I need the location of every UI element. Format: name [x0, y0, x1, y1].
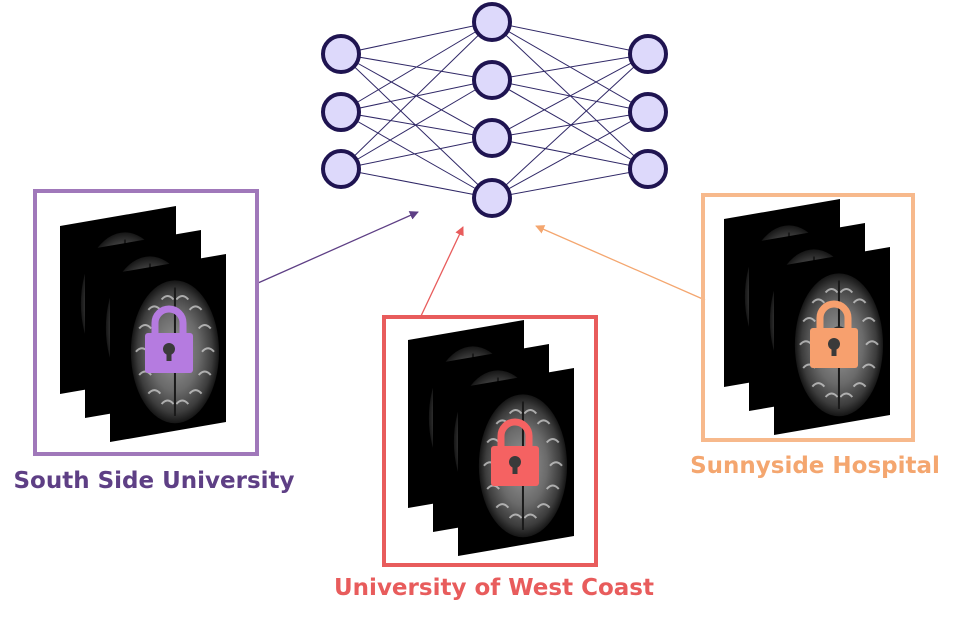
network-edge: [491, 111, 649, 199]
network-edge: [491, 21, 649, 55]
network-edge: [491, 111, 649, 139]
network-node: [321, 92, 361, 132]
network-node: [472, 178, 512, 218]
site-west-coast: [382, 315, 598, 567]
network-edge: [340, 21, 493, 55]
network-edge: [491, 53, 649, 139]
network-edge: [340, 21, 493, 113]
site-frame: [701, 193, 915, 442]
lock-icon: [145, 305, 193, 373]
arrow-south-side: [257, 211, 419, 284]
site-frame: [382, 315, 598, 567]
lock-icon: [491, 418, 539, 486]
network-nodes: [321, 2, 668, 218]
network-edge: [340, 111, 493, 199]
network-node: [628, 149, 668, 189]
network-edge: [491, 53, 649, 199]
site-label-south-side: South Side University: [13, 468, 295, 494]
site-label-west-coast: University of West Coast: [334, 575, 654, 601]
update-arrows: [257, 211, 706, 317]
network-node: [628, 92, 668, 132]
network-edge: [491, 53, 649, 81]
network-node: [472, 60, 512, 100]
network-edge: [340, 137, 493, 170]
site-frame: [33, 189, 259, 456]
site-south-side: [33, 189, 259, 456]
site-sunnyside: [701, 193, 915, 442]
network-node: [628, 34, 668, 74]
network-edge: [340, 168, 493, 199]
arrow-sunnyside: [535, 225, 706, 301]
site-label-sunnyside: Sunnyside Hospital: [690, 453, 940, 479]
network-edge: [340, 79, 493, 170]
network-node: [321, 34, 361, 74]
network-node: [472, 2, 512, 42]
network-edges: [340, 21, 649, 199]
network-node: [472, 118, 512, 158]
network-node: [321, 149, 361, 189]
arrow-west-coast: [420, 226, 464, 317]
network-edge: [340, 21, 493, 170]
network-edge: [491, 168, 649, 199]
lock-icon: [810, 300, 858, 368]
network-edge: [491, 137, 649, 170]
network-edge: [340, 53, 493, 199]
